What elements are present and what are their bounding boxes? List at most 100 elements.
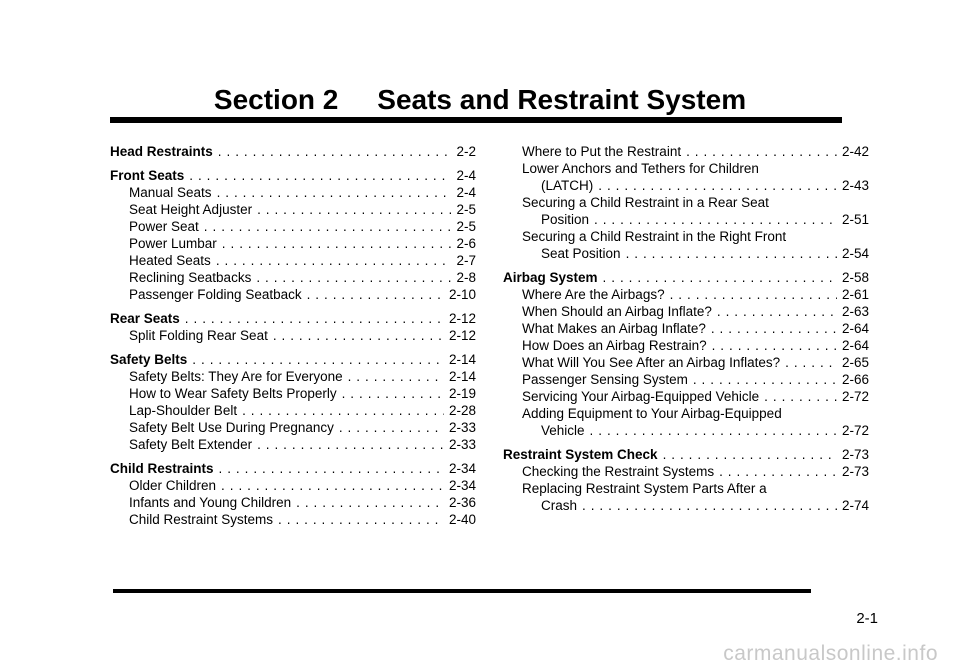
toc-entry-label: Vehicle xyxy=(541,423,585,438)
toc-entry[interactable]: Where Are the Airbags?2-61 xyxy=(503,286,869,303)
toc-entry[interactable]: Reclining Seatbacks2-8 xyxy=(110,269,476,286)
toc-entry-page: 2-54 xyxy=(841,246,869,261)
dot-leader xyxy=(242,402,444,419)
toc-entry[interactable]: Adding Equipment to Your Airbag-Equipped xyxy=(503,405,869,422)
toc-entry-page: 2-61 xyxy=(841,287,869,302)
toc-entry-label: Child Restraint Systems xyxy=(129,512,274,527)
dot-leader xyxy=(686,143,837,160)
watermark: carmanualsonline.info xyxy=(723,642,938,665)
toc-entry-label: Power Lumbar xyxy=(129,236,217,251)
toc-entry-label: Head Restraints xyxy=(110,144,213,159)
toc-entry-label: (LATCH) xyxy=(541,178,594,193)
dot-leader xyxy=(626,245,837,262)
toc-entry-page: 2-12 xyxy=(448,311,476,326)
toc-entry[interactable]: Heated Seats2-7 xyxy=(110,252,476,269)
page-number: 2-1 xyxy=(856,610,878,627)
dot-leader xyxy=(582,497,837,514)
toc-entry[interactable]: Securing a Child Restraint in a Rear Sea… xyxy=(503,194,869,211)
toc-entry[interactable]: How Does an Airbag Restrain?2-64 xyxy=(503,337,869,354)
dot-leader xyxy=(273,327,444,344)
toc-entry-label: Passenger Sensing System xyxy=(522,372,688,387)
toc-entry-label: Securing a Child Restraint in the Right … xyxy=(522,229,787,244)
toc-entry[interactable]: Crash2-74 xyxy=(503,497,869,514)
toc-entry[interactable]: Checking the Restraint Systems2-73 xyxy=(503,463,869,480)
toc-entry-label: Restraint System Check xyxy=(503,447,658,462)
toc-entry-page: 2-33 xyxy=(448,437,476,452)
toc-entry-label: Position xyxy=(541,212,590,227)
toc-entry-label: Safety Belt Extender xyxy=(129,437,253,452)
toc-entry[interactable]: Servicing Your Airbag-Equipped Vehicle2-… xyxy=(503,388,869,405)
toc-heading-entry[interactable]: Head Restraints2-2 xyxy=(110,143,476,160)
toc-entry[interactable]: How to Wear Safety Belts Properly2-19 xyxy=(110,385,476,402)
toc-entry[interactable]: Seat Position2-54 xyxy=(503,245,869,262)
dot-leader xyxy=(204,218,452,235)
dot-leader xyxy=(594,211,837,228)
dot-leader xyxy=(222,235,452,252)
toc-heading-entry[interactable]: Rear Seats 2-12 xyxy=(110,310,476,327)
dot-leader xyxy=(257,436,444,453)
toc-entry-label: Rear Seats xyxy=(110,311,180,326)
toc-entry[interactable]: Lower Anchors and Tethers for Children xyxy=(503,160,869,177)
dot-leader xyxy=(339,419,444,436)
toc-entry[interactable]: Older Children2-34 xyxy=(110,477,476,494)
toc-heading-entry[interactable]: Front Seats2-4 xyxy=(110,167,476,184)
toc-entry[interactable]: Vehicle2-72 xyxy=(503,422,869,439)
dot-leader xyxy=(719,463,837,480)
toc-entry-label: When Should an Airbag Inflate? xyxy=(522,304,712,319)
toc-entry[interactable]: Infants and Young Children2-36 xyxy=(110,494,476,511)
toc-entry[interactable]: Power Seat2-5 xyxy=(110,218,476,235)
toc-entry-label: Securing a Child Restraint in a Rear Sea… xyxy=(522,195,769,210)
toc-entry-label: How Does an Airbag Restrain? xyxy=(522,338,707,353)
toc-entry[interactable]: Safety Belt Use During Pregnancy2-33 xyxy=(110,419,476,436)
toc-entry[interactable]: What Will You See After an Airbag Inflat… xyxy=(503,354,869,371)
dot-leader xyxy=(663,446,837,463)
toc-heading-entry[interactable]: Restraint System Check 2-73 xyxy=(503,446,869,463)
toc-entry[interactable]: Split Folding Rear Seat2-12 xyxy=(110,327,476,344)
dot-leader xyxy=(670,286,837,303)
toc-entry[interactable]: Safety Belts: They Are for Everyone2-14 xyxy=(110,368,476,385)
toc-entry[interactable]: Lap-Shoulder Belt2-28 xyxy=(110,402,476,419)
toc-entry-label: Adding Equipment to Your Airbag-Equipped xyxy=(522,406,782,421)
toc-entry-page: 2-63 xyxy=(841,304,869,319)
toc-entry[interactable]: Seat Height Adjuster2-5 xyxy=(110,201,476,218)
toc-entry-label: Crash xyxy=(541,498,578,513)
toc-heading-entry[interactable]: Airbag System2-58 xyxy=(503,269,869,286)
dot-leader xyxy=(712,337,837,354)
toc-entry[interactable]: Replacing Restraint System Parts After a xyxy=(503,480,869,497)
toc-entry-page: 2-14 xyxy=(448,369,476,384)
dot-leader xyxy=(217,184,452,201)
toc-entry-label: Child Restraints xyxy=(110,461,214,476)
toc-entry-page: 2-36 xyxy=(448,495,476,510)
toc-entry[interactable]: Where to Put the Restraint2-42 xyxy=(503,143,869,160)
toc-entry-page: 2-73 xyxy=(841,464,869,479)
toc-entry-label: Airbag System xyxy=(503,270,598,285)
toc-entry[interactable]: Manual Seats2-4 xyxy=(110,184,476,201)
toc-entry[interactable]: Child Restraint Systems2-40 xyxy=(110,511,476,528)
toc-entry-label: Replacing Restraint System Parts After a xyxy=(522,481,767,496)
toc-entry[interactable]: Position2-51 xyxy=(503,211,869,228)
toc-heading-entry[interactable]: Safety Belts2-14 xyxy=(110,351,476,368)
toc-entry[interactable]: When Should an Airbag Inflate? 2-63 xyxy=(503,303,869,320)
toc-entry-label: Safety Belts xyxy=(110,352,188,367)
title-rule xyxy=(110,117,842,123)
toc-entry-page: 2-73 xyxy=(841,447,869,462)
dot-leader xyxy=(192,351,444,368)
dot-leader xyxy=(598,177,837,194)
toc-entry-page: 2-28 xyxy=(448,403,476,418)
toc-entry[interactable]: Securing a Child Restraint in the Right … xyxy=(503,228,869,245)
dot-leader xyxy=(189,167,451,184)
toc-entry[interactable]: Passenger Sensing System2-66 xyxy=(503,371,869,388)
toc-entry[interactable]: (LATCH)2-43 xyxy=(503,177,869,194)
dot-leader xyxy=(785,354,837,371)
toc-entry[interactable]: What Makes an Airbag Inflate?2-64 xyxy=(503,320,869,337)
toc-entry[interactable]: Passenger Folding Seatback2-10 xyxy=(110,286,476,303)
dot-leader xyxy=(693,371,837,388)
toc-entry[interactable]: Safety Belt Extender 2-33 xyxy=(110,436,476,453)
toc-entry-page: 2-64 xyxy=(841,321,869,336)
dot-leader xyxy=(307,286,444,303)
toc-heading-entry[interactable]: Child Restraints2-34 xyxy=(110,460,476,477)
dot-leader xyxy=(711,320,837,337)
toc-entry[interactable]: Power Lumbar2-6 xyxy=(110,235,476,252)
